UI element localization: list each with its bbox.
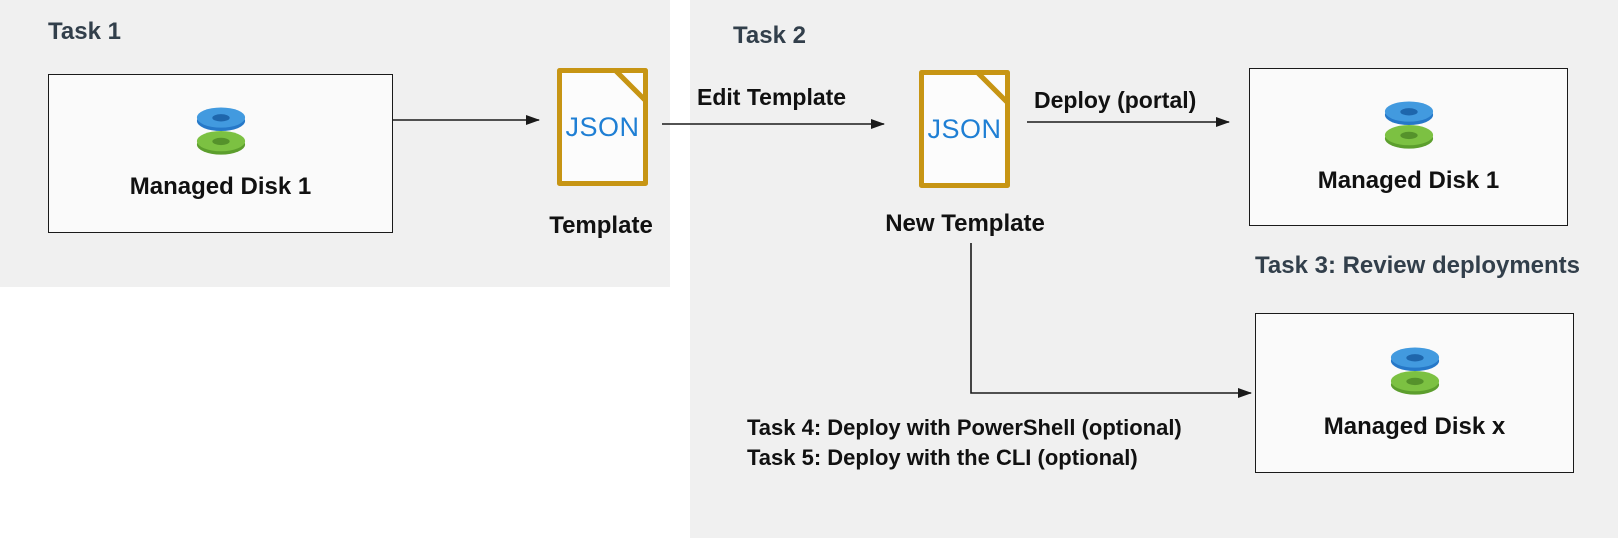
task5-label: Task 5: Deploy with the CLI (optional) xyxy=(747,445,1138,470)
template-label: Template xyxy=(549,212,653,239)
managed-disk-icon xyxy=(1384,100,1433,149)
managed-disk-x-box: Managed Disk x xyxy=(1255,313,1574,473)
managed-disk-1-box: Managed Disk 1 xyxy=(48,74,393,233)
managed-disk-label: Managed Disk 1 xyxy=(1317,166,1500,194)
managed-disk-icon xyxy=(1390,346,1439,395)
task2-title: Task 2 xyxy=(733,22,806,49)
managed-disk-label: Managed Disk 1 xyxy=(129,173,312,200)
json-file-icon: JSON xyxy=(919,70,1010,188)
task1-title: Task 1 xyxy=(48,18,121,45)
deploy-portal-label: Deploy (portal) xyxy=(1034,87,1197,113)
json-file-icon: JSON xyxy=(557,68,648,186)
json-file-type-label: JSON xyxy=(927,114,1001,144)
json-file-type-label: JSON xyxy=(565,112,639,142)
new-template-label: New Template xyxy=(885,210,1045,237)
task3-label: Task 3: Review deployments xyxy=(1255,252,1581,279)
managed-disk-1-deployed-box: Managed Disk 1 xyxy=(1249,68,1568,226)
managed-disk-icon xyxy=(196,107,245,155)
managed-disk-label: Managed Disk x xyxy=(1323,412,1506,440)
edit-template-label: Edit Template xyxy=(697,84,847,110)
task4-label: Task 4: Deploy with PowerShell (optional… xyxy=(747,415,1182,440)
